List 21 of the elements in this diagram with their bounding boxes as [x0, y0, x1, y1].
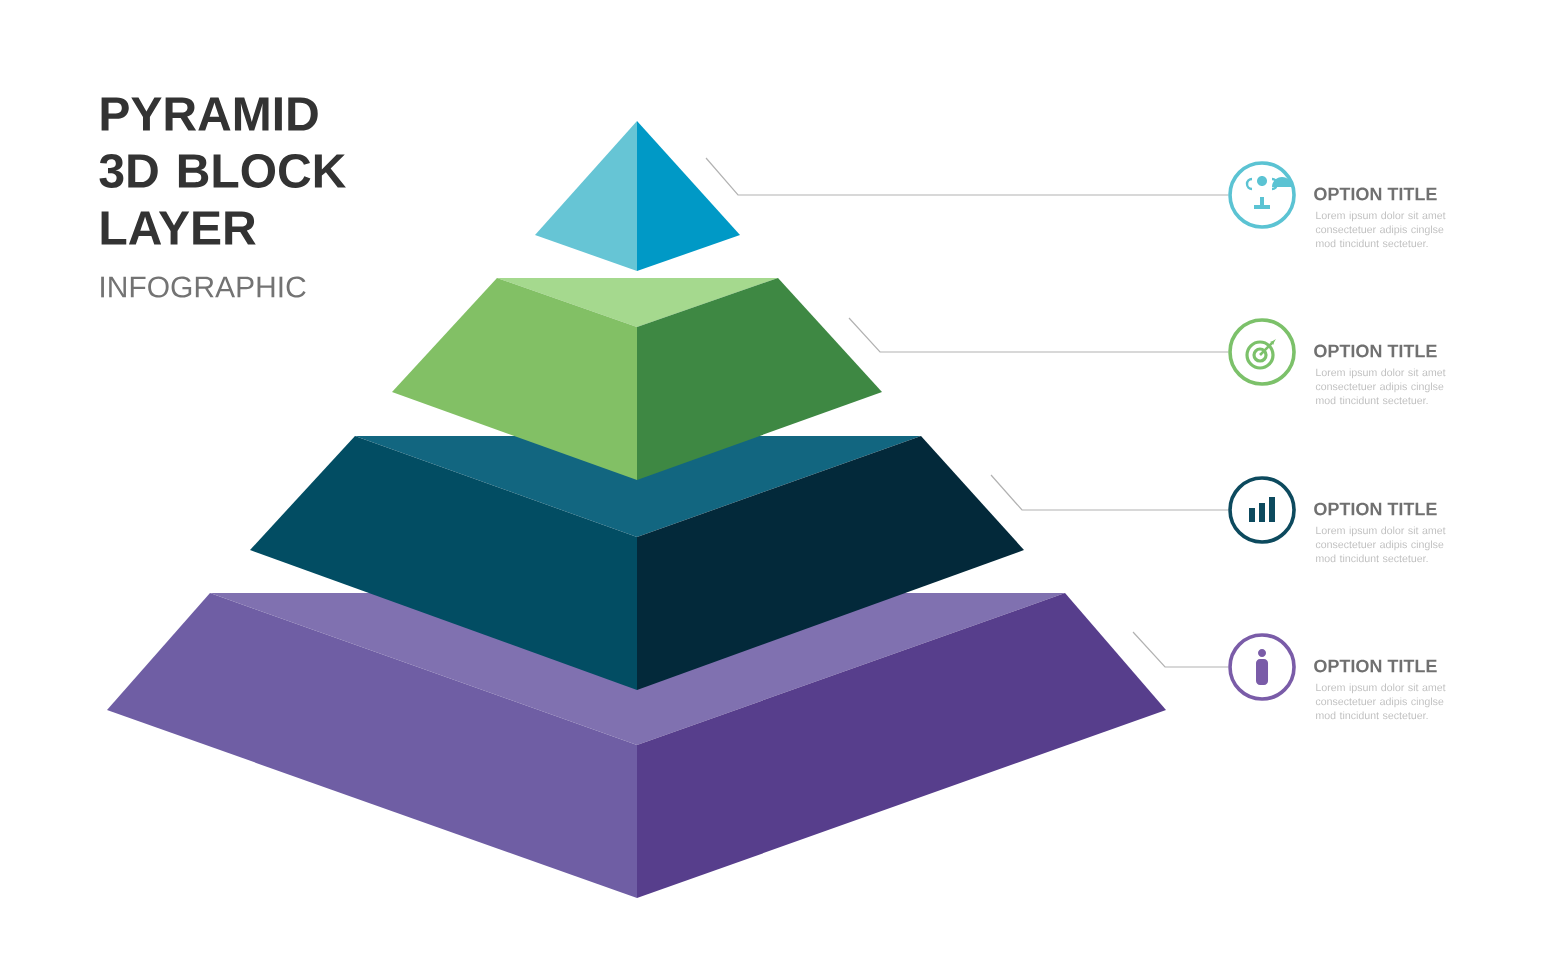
- icon-circle: [1228, 476, 1296, 544]
- subtitle: INFOGRAPHIC: [101, 276, 306, 298]
- leader-line: [1132, 631, 1229, 668]
- leader-line: [848, 317, 1229, 353]
- option-title: OPTION TITLE: [1314, 344, 1437, 358]
- icon-circle: [1228, 318, 1296, 386]
- leader-line: [990, 474, 1229, 511]
- description-text: Lorem ipsum dolor sit amet consectetuer adipis cinglse mod tincidunt sectetuer.: [1315, 526, 1446, 563]
- title: PYRAMID 3D BLOCK LAYER: [99, 97, 346, 245]
- option-title: OPTION TITLE: [1314, 659, 1437, 673]
- icon-circle: [1228, 633, 1296, 701]
- pyramid-layer: [535, 121, 740, 271]
- pyramid-layer: [250, 436, 1024, 690]
- description-text: Lorem ipsum dolor sit amet consectetuer adipis cinglse mod tincidunt sectetuer.: [1315, 368, 1446, 405]
- description-text: Lorem ipsum dolor sit amet consectetuer adipis cinglse mod tincidunt sectetuer.: [1315, 211, 1446, 248]
- pyramid-layer: [392, 278, 882, 480]
- icon-circle: [1228, 161, 1296, 229]
- description-text: Lorem ipsum dolor sit amet consectetuer adipis cinglse mod tincidunt sectetuer.: [1315, 683, 1446, 720]
- option-title: OPTION TITLE: [1314, 502, 1437, 516]
- option-title: OPTION TITLE: [1314, 187, 1437, 201]
- leader-line: [705, 157, 1229, 196]
